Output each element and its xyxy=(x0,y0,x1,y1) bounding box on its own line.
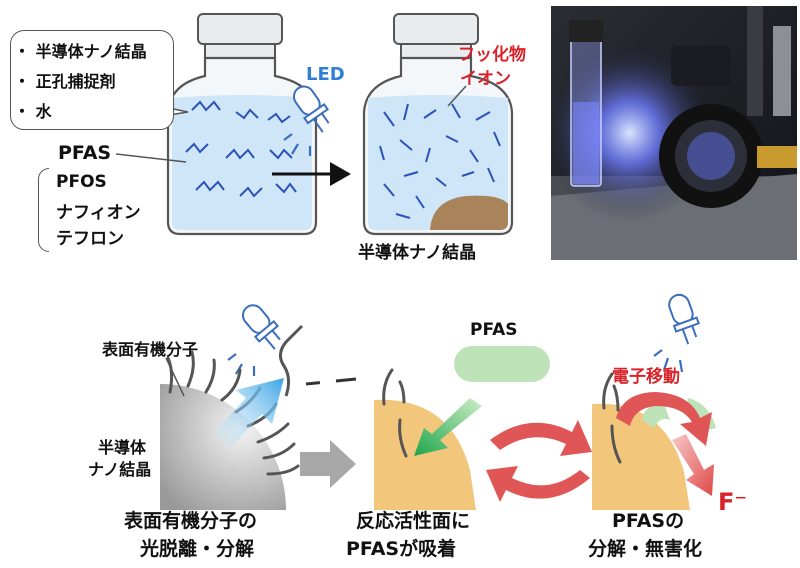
led-light-rays-icon xyxy=(653,349,684,373)
ingredient-hole-scavenger: ・ 正孔捕捉剤 xyxy=(14,72,116,91)
surface-molecule-label: 表面有機分子 xyxy=(102,340,199,359)
crystal-label-top: 半導体ナノ結晶 xyxy=(358,243,477,263)
led-bulb-icon xyxy=(292,85,330,133)
fluoride-release-arrow xyxy=(672,434,714,496)
pfas-examples-bracket xyxy=(38,168,49,252)
pfas-example-teflon: テフロン xyxy=(56,229,124,249)
step3-caption-line1: PFASの xyxy=(612,510,685,532)
step1-caption-line1: 表面有機分子の xyxy=(124,510,258,532)
bottom-crystal-label-line1: 半導体 xyxy=(98,438,147,457)
pfas-label: PFAS xyxy=(58,142,112,164)
reaction-vial-after xyxy=(362,13,514,236)
electron-transfer-arrow xyxy=(616,392,712,446)
nanocrystal-grey-icon xyxy=(160,350,300,510)
step1-caption-line2: 光脱離・分解 xyxy=(140,538,255,560)
ingredient-water: ・ 水 xyxy=(14,102,52,121)
reaction-vial-before xyxy=(166,13,318,236)
fluoride-ion-label-line2: イオン xyxy=(460,69,511,89)
fluoride-ion-label-line1: フッ化物 xyxy=(458,45,526,65)
process-arrow-grey xyxy=(300,440,356,488)
led-label: LED xyxy=(306,64,345,85)
experimental-setup-photo xyxy=(551,6,797,260)
reversible-cycle-arrows-icon xyxy=(486,420,592,502)
led-bulb-icon xyxy=(668,293,700,345)
pfas-molecule-capsule xyxy=(454,346,550,382)
light-irradiation-arrow xyxy=(214,378,284,448)
fluoride-ion-symbol: F⁻ xyxy=(718,488,748,516)
step3-caption-line2: 分解・無害化 xyxy=(588,538,703,560)
led-light-rays-icon xyxy=(283,133,312,156)
step2-caption-line1: 反応活性面に xyxy=(356,510,471,532)
pfas-example-pfos: PFOS xyxy=(56,172,107,192)
led-bulb-icon xyxy=(242,304,281,350)
electron-transfer-label: 電子移動 xyxy=(612,367,680,387)
nanocrystal-active-icon xyxy=(374,368,476,510)
nanocrystal-degrading-icon xyxy=(592,372,690,510)
ingredients-callout xyxy=(10,30,174,130)
pfas-capsule-label: PFAS xyxy=(470,320,518,340)
step2-caption-line2: PFASが吸着 xyxy=(346,538,457,560)
pfas-example-nafion: ナフィオン xyxy=(56,203,141,223)
ingredient-semiconductor: ・ 半導体ナノ結晶 xyxy=(14,42,147,61)
bottom-crystal-label-line2: ナノ結晶 xyxy=(88,460,152,479)
adsorption-arrow xyxy=(414,398,482,456)
